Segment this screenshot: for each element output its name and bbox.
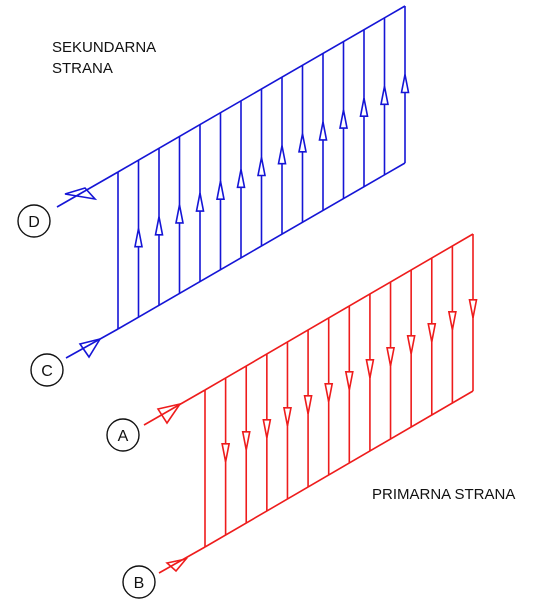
flow-arrow (195, 192, 205, 212)
secondary-label-line2: STRANA (52, 60, 113, 77)
port-d-circle (17, 204, 51, 238)
flow-arrow (257, 157, 266, 177)
flow-arrow (386, 346, 396, 366)
primary-outlet-arrow (165, 557, 189, 573)
primary-bottom-header (204, 390, 474, 548)
port-b: B (122, 565, 156, 599)
port-c-circle (30, 353, 64, 387)
flow-arrow (324, 382, 334, 402)
secondary-side (56, 5, 410, 359)
flow-arrow (365, 358, 375, 378)
flow-arrow (303, 394, 313, 414)
primary-side (143, 233, 478, 574)
flow-arrow (216, 181, 225, 201)
secondary-outlet-arrow (64, 187, 98, 201)
flow-arrow (236, 169, 246, 189)
port-a-circle (106, 418, 140, 452)
secondary-outlet-pipe (56, 171, 119, 208)
secondary-inlet-pipe (65, 328, 119, 359)
port-a: A (106, 418, 140, 452)
flow-arrow (400, 74, 410, 94)
port-a-label: A (118, 428, 129, 445)
secondary-inlet-arrow (78, 337, 102, 359)
port-b-label: B (134, 575, 145, 592)
port-c-label: C (41, 363, 53, 380)
flow-arrow (380, 86, 389, 106)
port-d-label: D (28, 214, 40, 231)
flow-arrow (447, 310, 457, 330)
secondary-flow-arrows (134, 74, 410, 248)
flow-arrow (318, 121, 328, 141)
primary-label: PRIMARNA STRANA (372, 486, 515, 503)
port-b-circle (122, 565, 156, 599)
flow-arrow (282, 406, 292, 426)
flow-arrow (277, 145, 287, 165)
flow-arrow (468, 298, 478, 318)
flow-arrow (344, 370, 354, 390)
flow-arrow (359, 98, 369, 118)
port-d: D (17, 204, 51, 238)
flow-arrow (339, 109, 348, 129)
flow-arrow (406, 334, 416, 354)
flow-arrow (298, 133, 307, 153)
primary-top-header (204, 233, 474, 391)
flow-arrow (221, 442, 231, 462)
flow-arrow (241, 430, 251, 450)
port-c: C (30, 353, 64, 387)
secondary-label-line1: SEKUNDARNA (52, 39, 156, 56)
flow-arrow (134, 228, 143, 248)
flow-arrow (262, 418, 272, 438)
flow-arrow (154, 216, 164, 236)
primary-flow-arrows (221, 298, 478, 462)
flow-arrow (175, 204, 184, 224)
primary-inlet-pipe (143, 389, 206, 426)
primary-inlet-arrow (156, 402, 182, 425)
flow-arrow (427, 322, 437, 342)
